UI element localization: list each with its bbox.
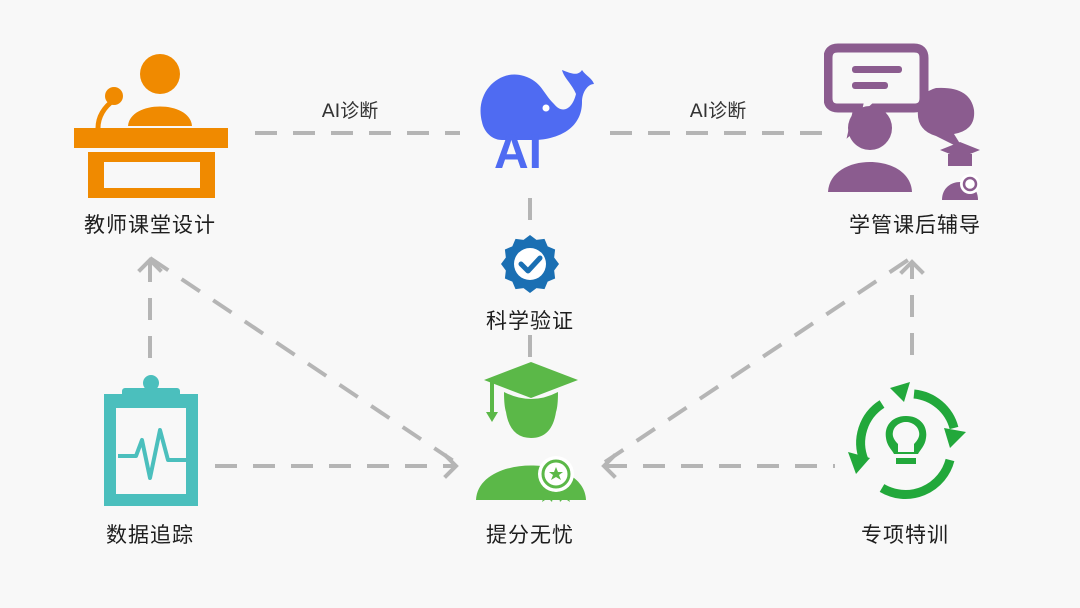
cycle-bulb-icon	[848, 382, 966, 499]
node-label-verify: 科学验证	[486, 309, 574, 333]
graduate-student-icon	[476, 362, 586, 502]
node-label-teacher: 教师课堂设计	[84, 213, 216, 237]
arrowhead-tutor	[899, 259, 925, 275]
edge-label-ai-tutor: AI诊断	[689, 100, 747, 122]
arrowhead-student-right	[601, 453, 617, 479]
node-label-student: 提分无忧	[486, 523, 574, 547]
node-label-training: 专项特训	[861, 523, 949, 547]
node-label-data: 数据追踪	[106, 523, 194, 547]
edge-label-teacher-ai: AI诊断	[321, 100, 379, 122]
ai-text: AI	[494, 126, 542, 174]
teacher-podium-icon	[74, 54, 228, 198]
node-label-tutor: 学管课后辅导	[849, 213, 981, 237]
whale-ai-icon: AI	[480, 70, 594, 174]
connector-teacher-student	[148, 256, 457, 464]
arrowhead-student-left	[443, 453, 459, 479]
tutor-chat-icon	[824, 43, 980, 200]
arrowhead-teacher	[137, 257, 163, 273]
verified-badge-icon	[501, 235, 559, 293]
clipboard-pulse-icon	[104, 375, 198, 506]
